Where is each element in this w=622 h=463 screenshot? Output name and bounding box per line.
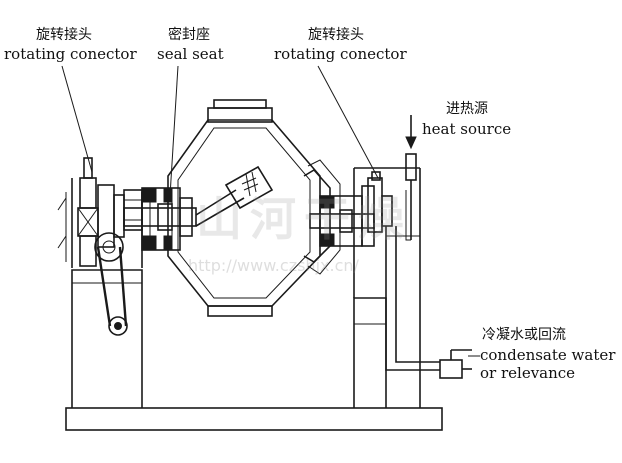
base-plate [65,407,443,431]
condensate-pipe [385,226,472,379]
label-condensate-en-line1: condensate water [480,346,616,364]
right-support-frame [353,167,421,408]
label-condensate-zh: 冷凝水或回流 [482,327,566,343]
label-heat-source-zh: 进热源 [446,101,488,117]
label-seal-seat-en: seal seat [157,45,224,63]
label-heat-source-en: heat source [422,120,512,138]
leader-lines [61,65,480,357]
heat-inlet-pipe [405,153,417,241]
left-drive [77,157,143,336]
label-rotating-connector-left-en: rotating conector [4,45,137,63]
label-rotating-connector-right-zh: 旋转接头 [308,27,364,43]
label-condensate-en-line2: or relevance [480,364,576,382]
drum [167,99,321,317]
label-rotating-connector-right-en: rotating conector [274,45,407,63]
right-shaft-assembly [309,171,393,247]
left-support-frame [57,178,143,408]
left-shaft-assembly [123,187,197,251]
label-seal-seat-zh: 密封座 [168,27,210,43]
label-rotating-connector-left-zh: 旋转接头 [36,27,92,43]
heat-source-arrow [405,115,417,150]
